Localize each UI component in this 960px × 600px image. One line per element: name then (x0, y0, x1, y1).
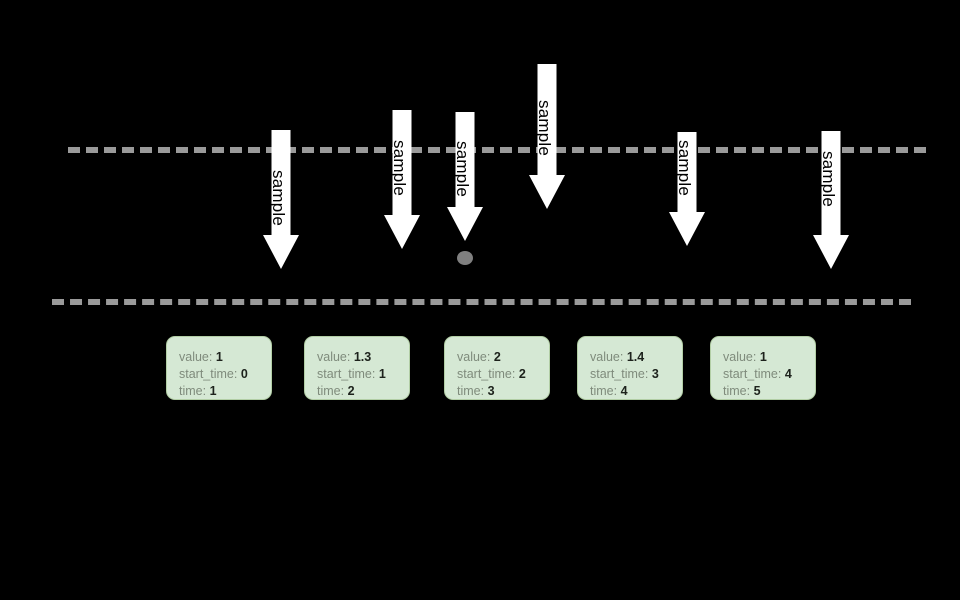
record-field-value: 0 (240, 367, 248, 381)
record-field-label: start_time: (317, 367, 376, 381)
record-field-label: time: (723, 384, 751, 398)
arrow-shape-icon (262, 130, 299, 269)
arrow-label: sample (675, 140, 694, 197)
record-field-label: start_time: (723, 367, 782, 381)
record-field-label: time: (590, 384, 618, 398)
record-field: start_time: 4 (723, 366, 815, 383)
sample-arrow: sample (528, 64, 565, 209)
record-field-label: time: (457, 384, 485, 398)
arrow-shape-icon (528, 64, 565, 209)
record-field: value: 2 (457, 349, 549, 366)
late-event-dot (457, 251, 473, 265)
record-field: time: 1 (179, 383, 271, 400)
arrow-label: sample (819, 151, 838, 208)
record-field: start_time: 3 (590, 366, 682, 383)
record-field-label: time: (179, 384, 207, 398)
record-field-label: value: (317, 350, 351, 364)
record-field: value: 1.3 (317, 349, 409, 366)
record-field-value: 1 (209, 384, 217, 398)
record-field: start_time: 2 (457, 366, 549, 383)
record-field-value: 3 (651, 367, 659, 381)
record-field-value: 1 (215, 350, 223, 364)
record-field: value: 1 (179, 349, 271, 366)
record-field: time: 3 (457, 383, 549, 400)
arrow-shape-icon (446, 112, 483, 241)
arrow-label: sample (453, 141, 472, 198)
record-field: time: 4 (590, 383, 682, 400)
record-field: time: 5 (723, 383, 815, 400)
record-field-value: 4 (784, 367, 792, 381)
sample-arrow: sample (812, 131, 849, 269)
arrow-shape-icon (383, 110, 420, 249)
record-field: time: 2 (317, 383, 409, 400)
record-field-value: 5 (753, 384, 761, 398)
record-field-value: 1.4 (626, 350, 645, 364)
record-field-label: value: (723, 350, 757, 364)
arrow-label: sample (390, 140, 409, 197)
record-field-value: 1 (759, 350, 767, 364)
record-field-value: 3 (487, 384, 495, 398)
sample-arrow: sample (383, 110, 420, 249)
record-field: start_time: 1 (317, 366, 409, 383)
record-field: start_time: 0 (179, 366, 271, 383)
record-field-label: start_time: (590, 367, 649, 381)
arrow-label: sample (535, 100, 554, 157)
record-field-label: start_time: (457, 367, 516, 381)
upper-stream-line (68, 147, 926, 153)
record-field-label: start_time: (179, 367, 238, 381)
arrow-label: sample (269, 170, 288, 227)
record-field-label: value: (590, 350, 624, 364)
record-field-value: 1 (378, 367, 386, 381)
record-field-value: 2 (347, 384, 355, 398)
record-field-value: 4 (620, 384, 628, 398)
record-field-label: value: (457, 350, 491, 364)
sample-arrow: sample (668, 132, 705, 246)
arrow-shape-icon (812, 131, 849, 269)
lower-stream-line (52, 299, 911, 305)
record-field-value: 2 (518, 367, 526, 381)
record-field: value: 1 (723, 349, 815, 366)
record-field-label: value: (179, 350, 213, 364)
record-field-value: 1.3 (353, 350, 372, 364)
sample-arrow: sample (262, 130, 299, 269)
arrow-shape-icon (668, 132, 705, 246)
sample-arrow: sample (446, 112, 483, 241)
record-field-value: 2 (493, 350, 501, 364)
record-field: value: 1.4 (590, 349, 682, 366)
record-field-label: time: (317, 384, 345, 398)
